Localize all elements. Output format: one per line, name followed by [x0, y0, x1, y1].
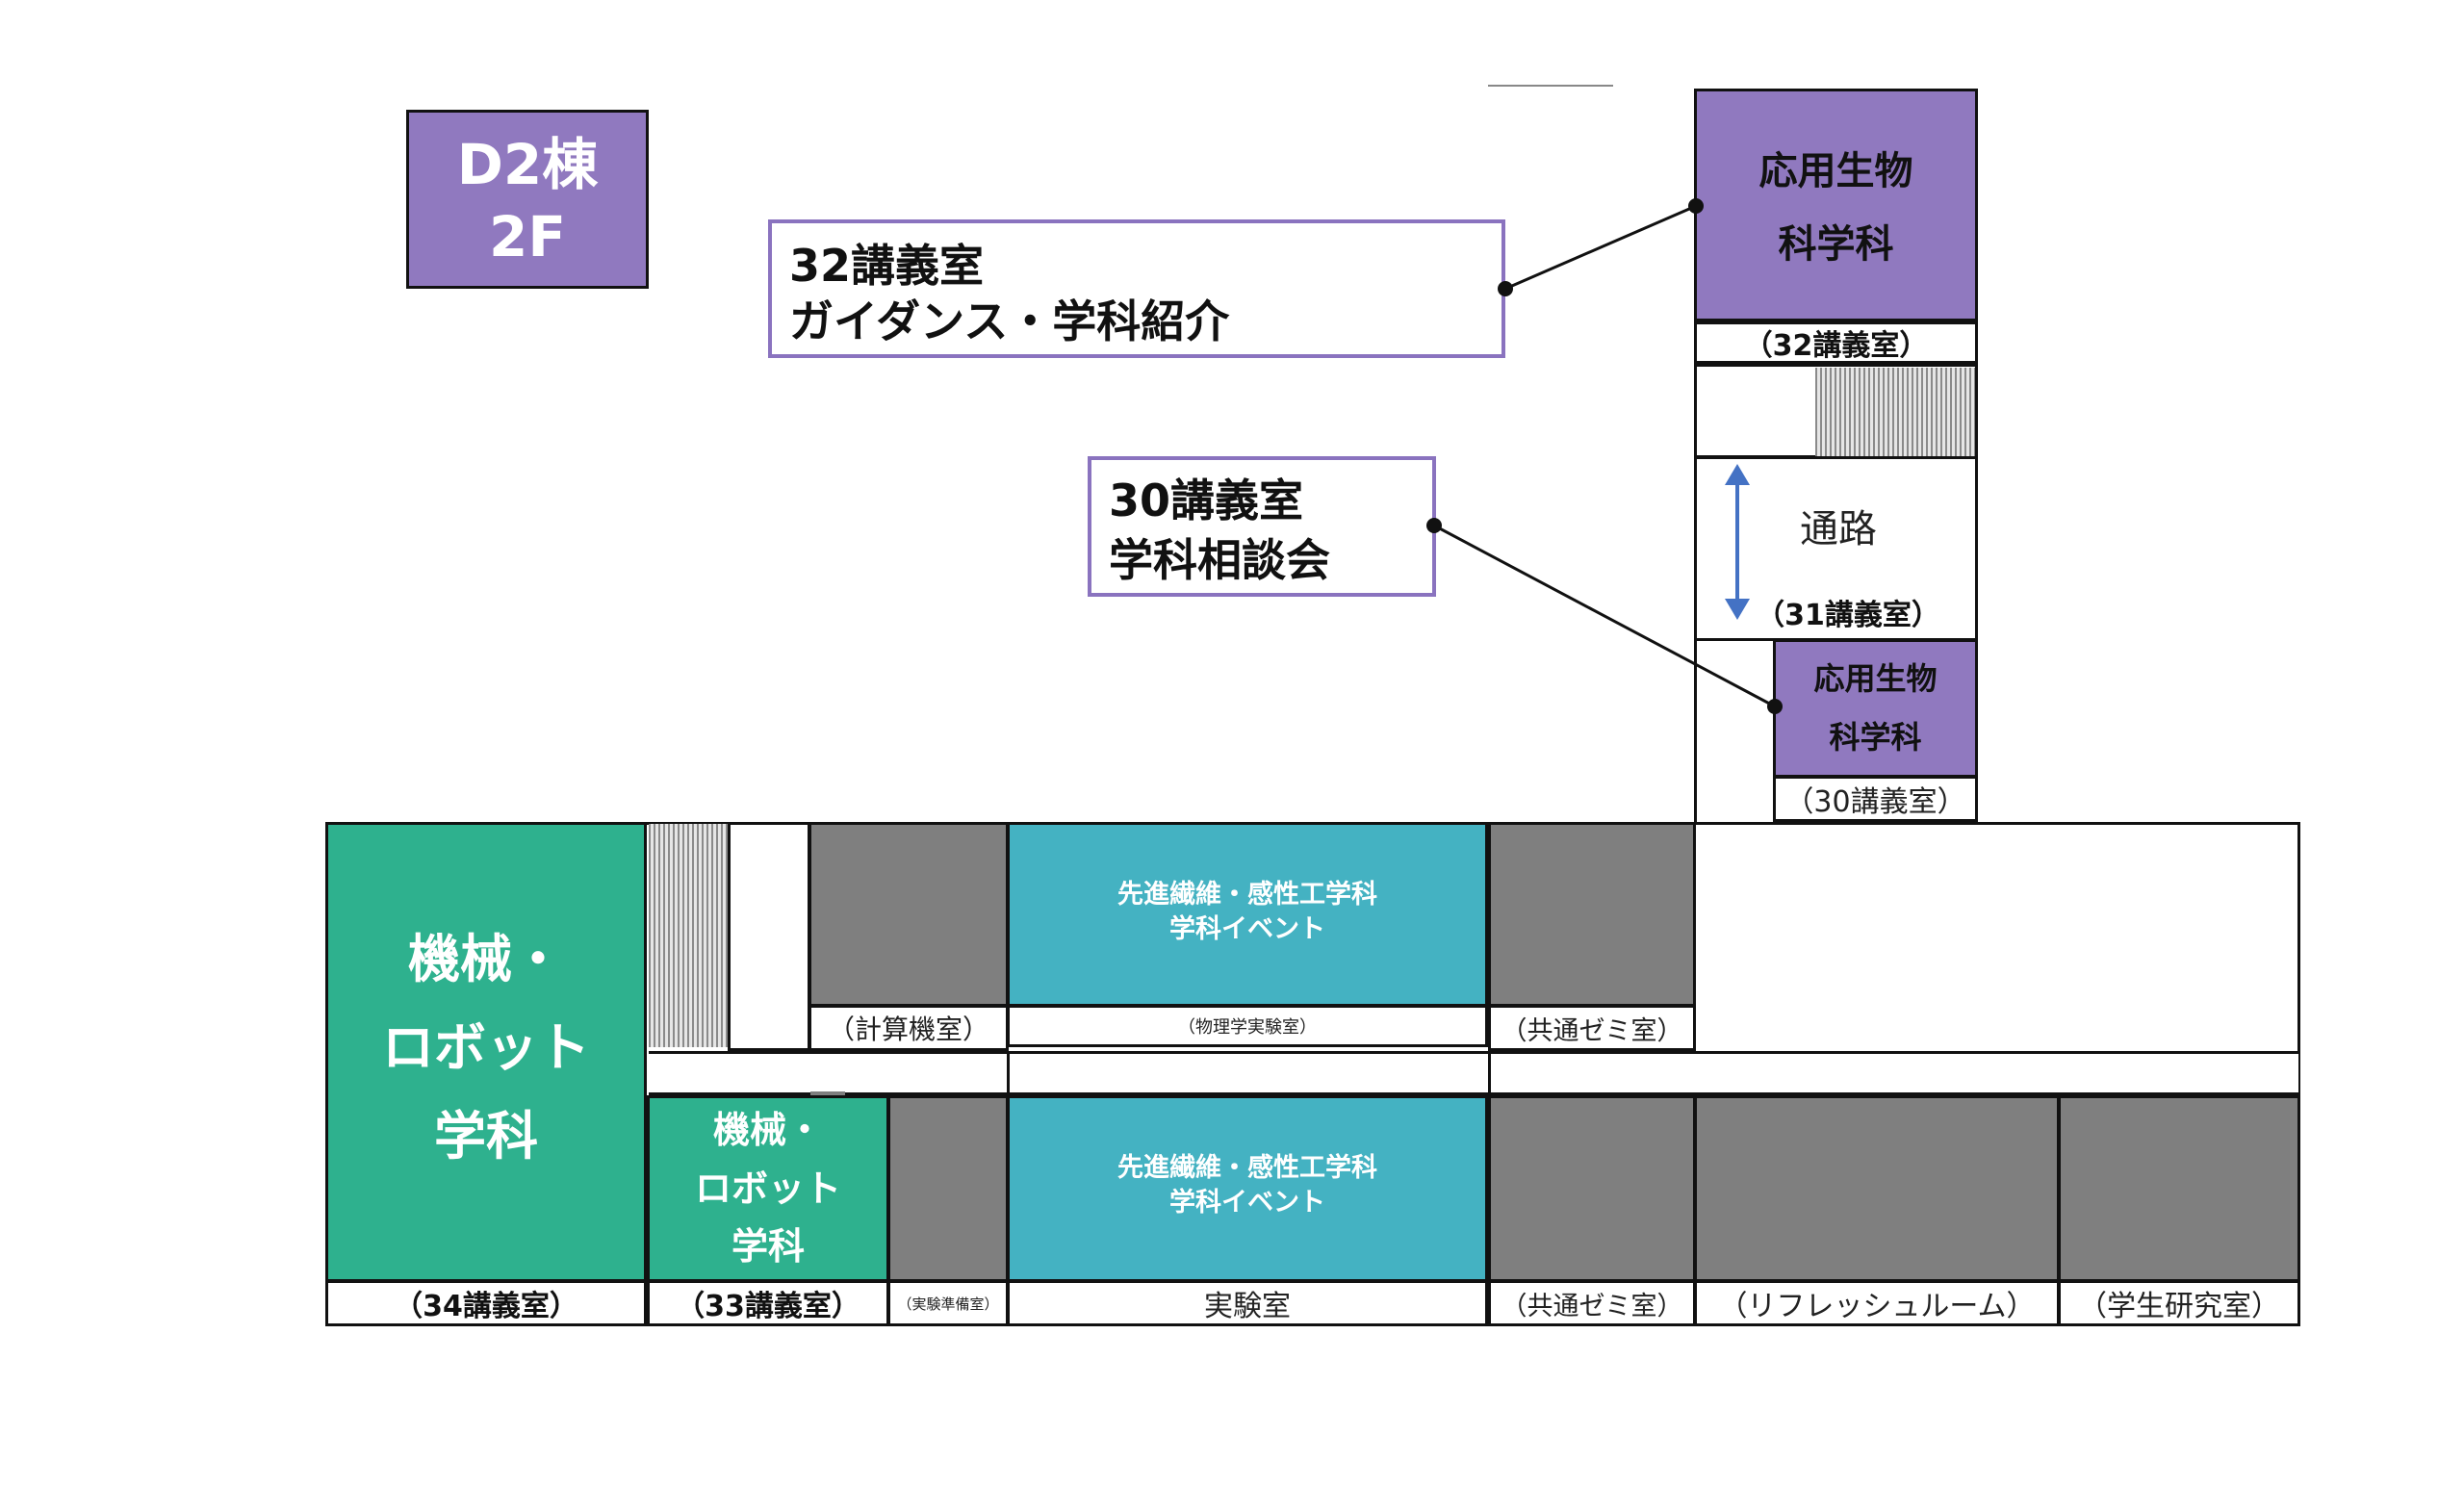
room-34: [325, 1280, 647, 1326]
lab: [1007, 1280, 1488, 1326]
building-floor-label: [406, 110, 649, 289]
top-divider: [1488, 85, 1613, 87]
computer-room-caption: [808, 1005, 1009, 1051]
tower-staircase: [1815, 368, 1975, 456]
stair-hall: [728, 822, 810, 1051]
student-room-name: （学生研究室）: [2078, 1290, 2280, 1323]
room-34-department: [325, 822, 647, 1282]
room-32: [1694, 321, 1978, 364]
room-30: [1773, 776, 1978, 822]
seminar-room-upper-caption: [1488, 1005, 1696, 1051]
room-32-dept-label: 応用生物 科学科: [1758, 149, 1913, 267]
lab-event-label: 先進繊維・感性工学科 学科イベント: [1117, 1152, 1377, 1218]
room-33-dept-label: 機械・ ロボット 学科: [694, 1108, 841, 1269]
main-corridor: [649, 1051, 2298, 1095]
student-room-caption: [2058, 1280, 2300, 1326]
building-name: D2棟: [456, 132, 599, 197]
physics-lab-event-label: 先進繊維・感性工学科 学科イベント: [1117, 879, 1377, 944]
room-32-department: [1694, 89, 1978, 321]
lab-name: 実験室: [1204, 1290, 1291, 1323]
prep-room-caption: [887, 1280, 1009, 1326]
room-34-name: （34講義室）: [394, 1290, 578, 1323]
seminar-room-lower-name: （共通ゼミ室）: [1501, 1291, 1683, 1321]
lab-event: [1007, 1095, 1488, 1282]
room-30-name: （30講義室）: [1784, 785, 1966, 819]
refresh-room: [1694, 1095, 2060, 1282]
leader-line-room32: [1504, 204, 1697, 291]
refresh-room-name: （リフレッシュルーム）: [1718, 1290, 2036, 1323]
corridor-gap-left: [1007, 1051, 1010, 1095]
physics-lab-name: （物理学実験室）: [1178, 1017, 1317, 1038]
room-33-department: [647, 1095, 889, 1282]
seminar-room-lower: [1488, 1095, 1696, 1282]
seminar-room-lower-caption: [1488, 1280, 1696, 1326]
room-30-dept-label: 応用生物 科学科: [1813, 660, 1938, 756]
prep-room-name: （実験準備室）: [897, 1295, 999, 1313]
room-34-dept-label: 機械・ ロボット 学科: [382, 929, 590, 1167]
student-room: [2058, 1095, 2300, 1282]
floor-name: 2F: [489, 204, 566, 269]
computer-room-name: （計算機室）: [827, 1013, 989, 1045]
room-32-name: （32講義室）: [1743, 329, 1929, 363]
callout-room32-title: 32講義室: [789, 240, 985, 292]
prep-room: [887, 1095, 1009, 1282]
room-33: [647, 1280, 889, 1326]
callout-room30-title: 30講義室: [1109, 475, 1304, 526]
callout-room32-subtitle: ガイダンス・学科紹介: [789, 295, 1230, 347]
physics-lab: [1007, 1005, 1488, 1047]
corridor-label: 通路: [1800, 507, 1877, 552]
seminar-room-upper: [1488, 822, 1696, 1007]
room-33-name: （33講義室）: [676, 1290, 860, 1323]
callout-room30-subtitle: 学科相談会: [1109, 534, 1330, 586]
computer-room: [808, 822, 1009, 1007]
room-31-name: （31講義室）: [1756, 599, 1940, 632]
physics-lab-event: [1007, 822, 1488, 1007]
main-staircase: [649, 824, 728, 1047]
seminar-room-upper-name: （共通ゼミ室）: [1501, 1015, 1683, 1046]
room-30-department: [1773, 639, 1978, 778]
corridor-gap-right: [1488, 1051, 1491, 1095]
refresh-room-caption: [1694, 1280, 2060, 1326]
corridor-door: [810, 1091, 845, 1097]
